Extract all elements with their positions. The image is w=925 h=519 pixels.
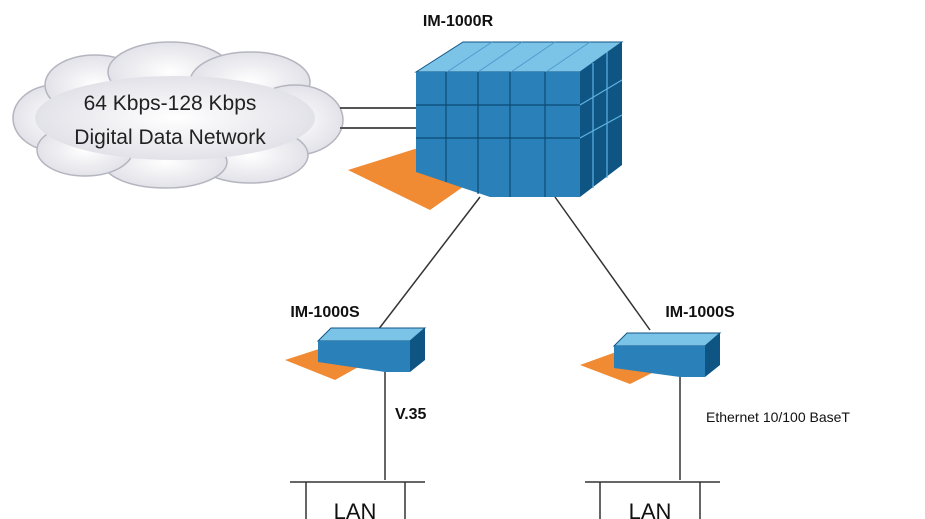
network-switch-icon (285, 327, 427, 380)
remote-left-label: IM-1000S (290, 304, 360, 321)
router-remote-links (377, 196, 651, 331)
remote-left-platform (285, 348, 360, 380)
lan-right-label: LAN (629, 499, 672, 519)
remote-right-label: IM-1000S (665, 304, 735, 321)
rack-server-icon (348, 41, 624, 210)
network-switch-icon (580, 332, 722, 384)
lan-right: LAN (585, 481, 720, 519)
cloud-label-speed: 64 Kbps-128 Kbps (84, 92, 257, 115)
lan-left-label: LAN (334, 499, 377, 519)
router-label: IM-1000R (423, 13, 494, 30)
cloud-icon (12, 41, 344, 189)
digital-data-network-cloud: 64 Kbps-128 Kbps Digital Data Network (12, 41, 344, 189)
remote-left-interface-label: V.35 (395, 406, 427, 423)
remote-right-interface-label: Ethernet 10/100 BaseT (706, 409, 850, 425)
cloud-label-network: Digital Data Network (74, 126, 266, 149)
lan-left: LAN (290, 481, 425, 519)
cloud-router-links (340, 107, 418, 129)
